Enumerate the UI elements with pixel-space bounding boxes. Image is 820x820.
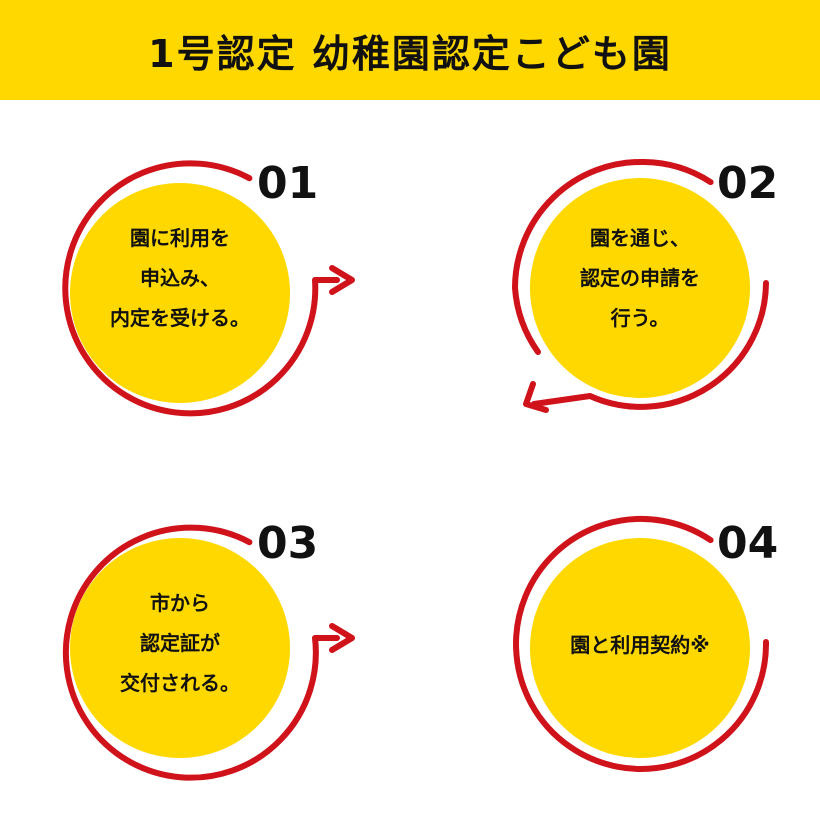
step-3-line-3: 交付される。 [120,671,240,695]
step-2-graphic [512,158,769,413]
step-3-text: 市から 認定証が 交付される。 [80,583,280,703]
step-3-line-2: 認定証が [140,631,220,655]
step-2-ring [512,158,714,291]
step-2-number: 02 [715,158,781,209]
step-1-ring [62,160,340,417]
step-3-graphic [62,524,355,781]
step-2-ring-left [512,285,541,355]
step-2-line-1: 園を通じ、 [590,226,690,250]
step-2-text: 園を通じ、 認定の申請を 行う。 [540,218,740,338]
step-4-graphic [513,515,770,772]
step-4-ring [513,515,770,772]
step-1-arrow-icon [329,265,355,295]
step-3-line-1: 市から [150,591,210,615]
step-4-line-1: 園と利用契約※ [570,633,710,657]
step-2-line-3: 行う。 [610,306,670,330]
step-4-number: 04 [715,518,781,569]
step-1-line-2: 申込み、 [140,266,220,290]
step-2-arrow-icon [523,381,549,413]
step-1-line-1: 園に利用を [130,226,230,250]
step-1-line-3: 内定を受ける。 [110,306,250,330]
step-1-text: 園に利用を 申込み、 内定を受ける。 [80,218,280,338]
step-2-line-2: 認定の申請を [580,266,700,290]
step-1-circle [70,183,290,403]
step-3-circle [70,538,290,758]
step-4-text: 園と利用契約※ [540,625,740,665]
step-3-arrow-icon [329,623,355,653]
step-1-graphic [62,160,355,417]
step-2-circle [530,178,750,398]
step-3-number: 03 [255,518,321,569]
step-1-number: 01 [255,158,321,209]
header-banner: 1号認定 幼稚園認定こども園 [0,0,820,100]
step-4-circle [530,538,750,758]
step-3-ring [62,524,340,781]
page-title: 1号認定 幼稚園認定こども園 [148,31,672,76]
step-2-ring-lower [531,280,769,410]
